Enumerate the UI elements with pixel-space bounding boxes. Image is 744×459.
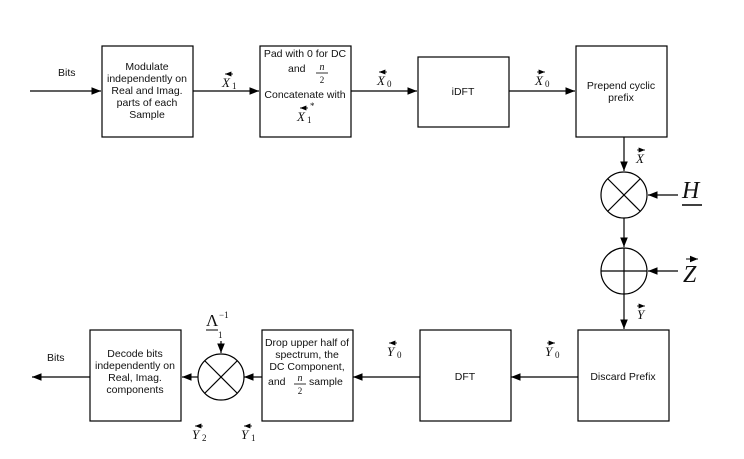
channel-h-label: H [681, 178, 702, 206]
pad-x-sub: 1 [307, 115, 312, 125]
pad-frac-den: 2 [320, 75, 325, 85]
decode-line-3: Real, Imag. [108, 372, 162, 384]
idft-box [417, 56, 510, 128]
pad-frac-num: n [320, 62, 325, 73]
signal-y2-sub: 2 [202, 433, 207, 443]
signal-y1-reversed: Y 1 [241, 423, 256, 443]
decode-line-1: Decode bits [107, 348, 162, 360]
prepend-line-2: prefix [608, 92, 634, 104]
modulate-block: Modulate independently on Real and Imag.… [101, 45, 194, 138]
dft-box [419, 329, 512, 422]
dft-block: DFT [419, 329, 512, 422]
pad-line-2: and [288, 63, 306, 75]
pad-conj: * [310, 101, 315, 111]
signal-x0f-sub: 0 [545, 79, 550, 89]
lambda-sub: 1 [218, 330, 223, 340]
decode-box [89, 329, 182, 422]
prepend-box [575, 45, 668, 138]
equalizer-multiplier [197, 353, 245, 401]
decode-block: Decode bits independently on Real, Imag.… [89, 329, 182, 422]
lambda-letter: Λ [206, 311, 219, 330]
modulate-line-2: independently on [107, 73, 187, 85]
signal-x0f-letter: X [534, 73, 544, 88]
pad-x-letter: X [296, 109, 306, 124]
noise-z-label: Z [683, 255, 698, 288]
pad-line-1: Pad with 0 for DC [264, 48, 347, 60]
idft-label: iDFT [452, 86, 475, 98]
drop-line-1: Drop upper half of [265, 337, 349, 349]
signal-x0r-sub: 0 [387, 79, 392, 89]
drop-block: Drop upper half of spectrum, the DC Comp… [261, 329, 354, 422]
signal-y0-reversed: Y 0 [387, 340, 402, 360]
discard-block: Discard Prefix [577, 329, 670, 422]
drop-frac-den: 2 [298, 386, 303, 396]
idft-block: iDFT [417, 56, 510, 128]
signal-y2-reversed: Y 2 [192, 423, 207, 443]
signal-y0r-letter: Y [387, 344, 396, 359]
signal-x-letter: X [635, 151, 645, 166]
decode-line-2: independently on [95, 360, 175, 372]
bits-output-label: Bits [47, 352, 65, 364]
signal-x0r-letter: X [376, 73, 386, 88]
signal-x1-letter: X [221, 75, 231, 90]
signal-x1-reversed: X 1 [221, 71, 237, 91]
decode-line-4: components [106, 384, 163, 396]
pad-box [259, 45, 352, 138]
drop-line-4: and [268, 376, 286, 388]
signal-y2-letter: Y [192, 427, 201, 442]
modulate-line-1: Modulate [125, 61, 168, 73]
signal-x1-sub: 1 [232, 81, 237, 91]
discard-box [577, 329, 670, 422]
drop-line-3: DC Component, [269, 361, 344, 373]
drop-line-5: sample [309, 376, 343, 388]
signal-x-forward: X [635, 147, 645, 166]
dft-label: DFT [455, 371, 476, 383]
modulate-line-3: Real and Imag. [111, 85, 182, 97]
modulate-line-5: Sample [129, 109, 165, 121]
prepend-block: Prepend cyclic prefix [575, 45, 668, 138]
drop-box [261, 329, 354, 422]
lambda-label: Λ 1 −1 [206, 310, 229, 340]
signal-x0-reversed: X 0 [376, 69, 392, 89]
signal-x0-forward: X 0 [534, 69, 550, 89]
lambda-inv: −1 [219, 310, 229, 320]
channel-multiplier [600, 171, 648, 219]
channel-h-letter: H [681, 178, 701, 204]
signal-y1-letter: Y [241, 427, 250, 442]
signal-y-forward: Y [637, 303, 646, 322]
drop-frac-num: n [298, 373, 303, 384]
drop-line-2: spectrum, the [275, 349, 339, 361]
discard-label: Discard Prefix [590, 371, 656, 383]
modulate-line-4: parts of each [117, 97, 178, 109]
signal-y0f-letter: Y [545, 344, 554, 359]
noise-z-letter: Z [683, 262, 697, 288]
signal-y0f-sub: 0 [555, 350, 560, 360]
noise-adder [600, 247, 648, 295]
pad-block: Pad with 0 for DC and n 2 Concatenate wi… [259, 45, 352, 138]
signal-y0r-sub: 0 [397, 350, 402, 360]
signal-y0-forward: Y 0 [545, 340, 560, 360]
signal-y1-sub: 1 [251, 433, 256, 443]
prepend-line-1: Prepend cyclic [587, 80, 655, 92]
pad-line-3: Concatenate with [264, 89, 345, 101]
bits-input-label: Bits [58, 67, 76, 79]
signal-y-letter: Y [637, 307, 646, 322]
